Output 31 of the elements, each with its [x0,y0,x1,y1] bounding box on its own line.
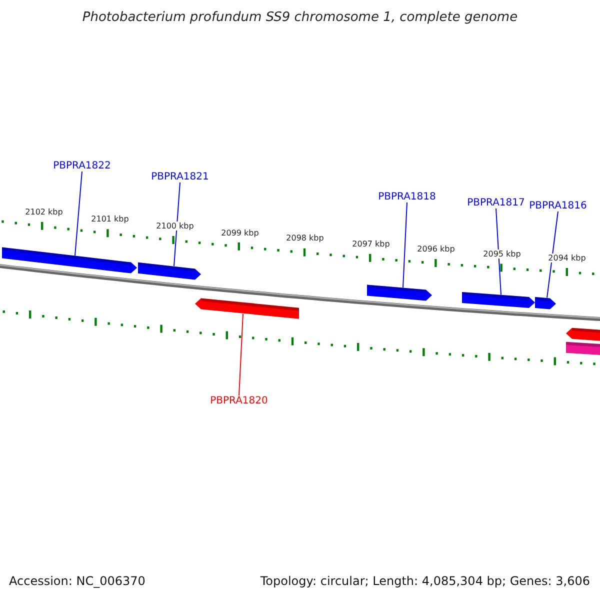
gene-label: PBPRA1817 [467,198,525,208]
gene-label: PBPRA1816 [529,200,587,212]
gene-bar [195,298,299,319]
gene-bar [2,247,137,274]
scale-label: 2102 kbp [24,208,64,217]
gene-label: PBPRA1820 [210,396,268,406]
gene-bar [138,262,201,280]
gene-bar [367,284,432,301]
gene-label: PBPRA1818 [378,192,436,202]
leader-line [174,182,180,267]
leader-line [74,171,82,256]
scale-label: 2097 kbp [351,240,391,248]
chart-title: Photobacterium profundum SS9 chromosome 1, complete genome [81,10,519,25]
leader-line [496,208,502,296]
scale-label: 2098 kbp [285,234,325,243]
leader-line [546,211,558,298]
leader-line [402,202,408,288]
gene-bar [566,328,600,342]
scale-label: 2100 kbp [155,222,195,231]
scale-label: 2094 kbp [547,254,587,262]
footer-text: Topology: circular; Length: 4,085,304 bp; Genes: 3,606 [260,574,590,588]
gene-label: PBPRA1821 [151,172,209,182]
scale-label: 2099 kbp [220,228,260,237]
scale-label: 2095 kbp [482,249,522,258]
scale-label: 2096 kbp [416,244,456,254]
footer-text: Accession: NC_006370 [9,574,146,588]
gene-bar [566,342,600,356]
gene-label: PBPRA1822 [53,160,111,172]
leader-line [238,313,244,396]
gene-bar [535,297,556,310]
scale-label: 2101 kbp [90,214,130,224]
